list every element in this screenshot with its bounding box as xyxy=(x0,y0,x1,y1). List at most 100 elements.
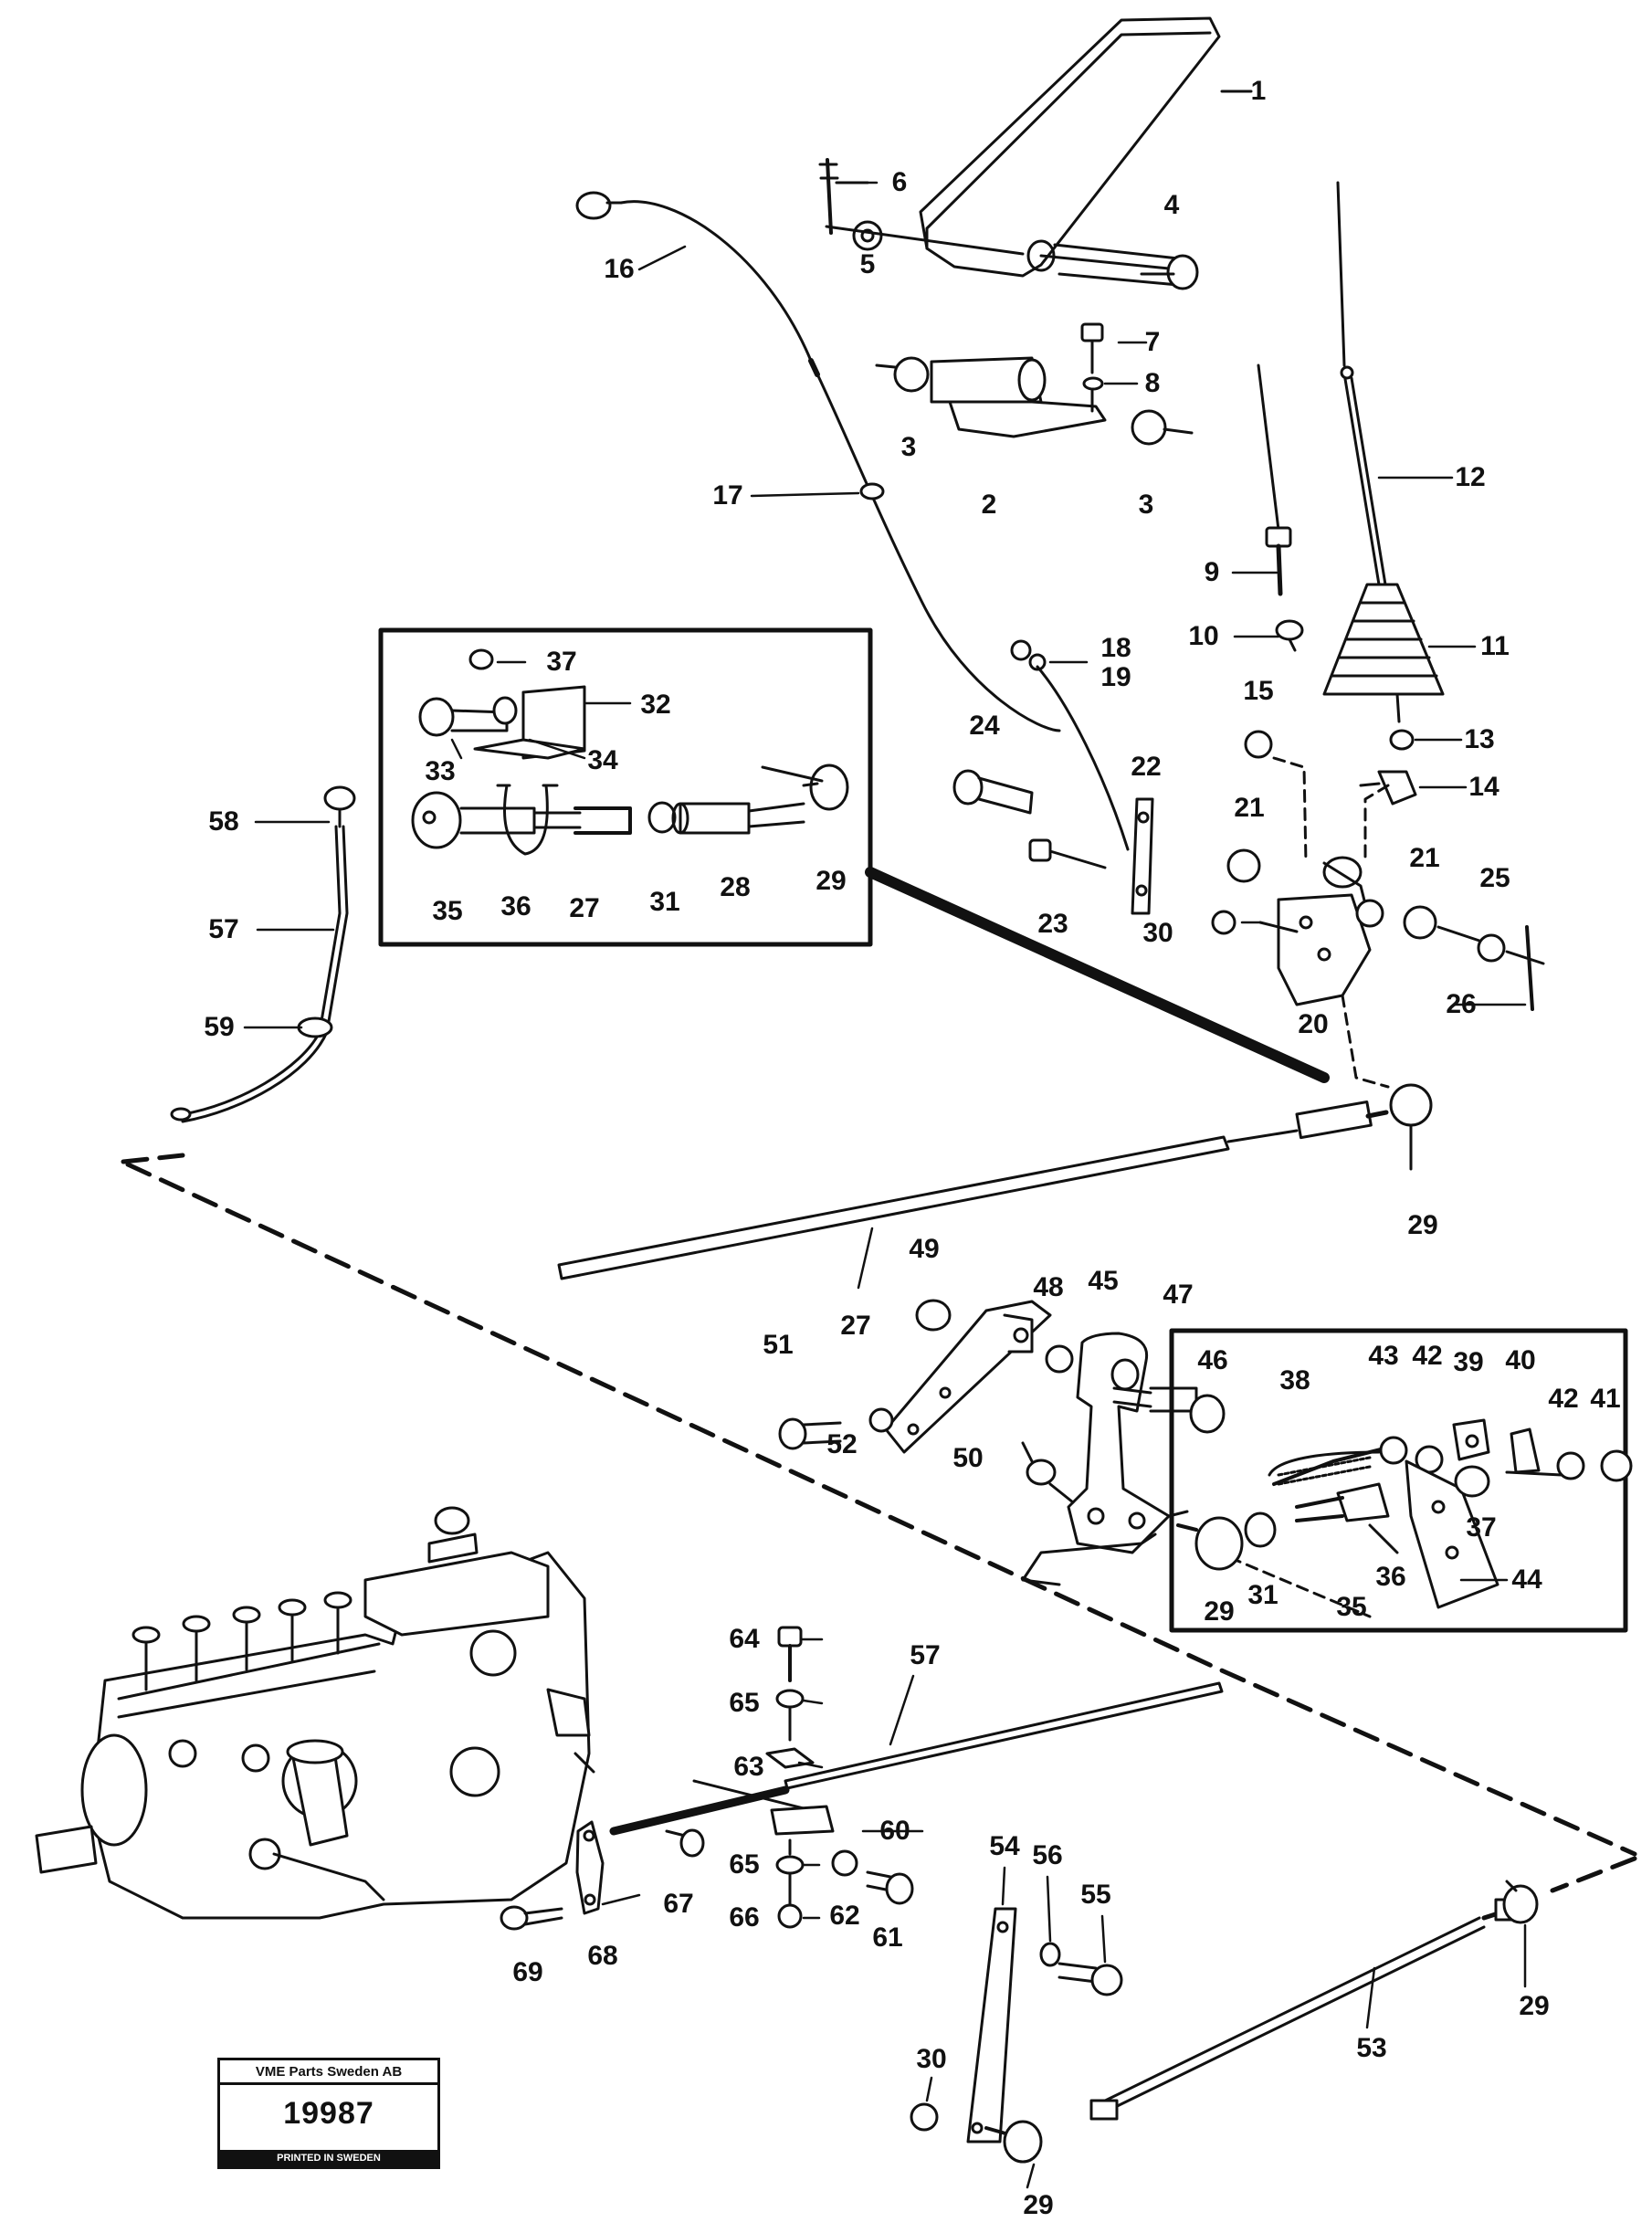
label-6: 6 xyxy=(891,167,908,197)
nut-30 xyxy=(1211,910,1236,935)
label-42b: 42 xyxy=(1548,1384,1579,1414)
washer-5 xyxy=(852,220,883,251)
nut-lower xyxy=(1026,1459,1057,1486)
washer-56 xyxy=(1039,1942,1061,1967)
ball-joint-14 xyxy=(1359,770,1417,806)
lever-20 xyxy=(1277,856,1384,1006)
rod-53 xyxy=(1089,1898,1516,2121)
lever-68 xyxy=(575,1820,605,1915)
label-58: 58 xyxy=(208,806,239,837)
label-50: 50 xyxy=(952,1443,984,1473)
label-37a: 37 xyxy=(546,647,577,677)
nut-13 xyxy=(1389,729,1415,751)
bushing-15 xyxy=(1244,730,1273,759)
washer-65 xyxy=(775,1689,805,1709)
label-10: 10 xyxy=(1188,621,1219,651)
label-57a: 57 xyxy=(208,914,239,944)
label-69: 69 xyxy=(512,1957,543,1987)
washer-25 xyxy=(1477,933,1506,963)
clip-17 xyxy=(859,482,885,500)
lever-12 xyxy=(1336,181,1387,586)
label-18: 18 xyxy=(1100,633,1131,663)
label-56: 56 xyxy=(1032,1840,1063,1870)
label-21a: 21 xyxy=(1234,793,1265,823)
label-61: 61 xyxy=(872,1922,903,1953)
label-29a: 29 xyxy=(815,866,847,896)
bushing-21 xyxy=(1226,848,1261,883)
pin-6 xyxy=(818,158,839,235)
label-21b: 21 xyxy=(1409,843,1440,873)
label-19: 19 xyxy=(1100,662,1131,692)
label-17: 17 xyxy=(712,480,743,511)
cable-57 xyxy=(170,785,356,1123)
label-16: 16 xyxy=(604,254,635,284)
label-22: 22 xyxy=(1131,752,1162,782)
label-32: 32 xyxy=(640,690,671,720)
label-29b: 29 xyxy=(1407,1210,1438,1240)
lever-50 xyxy=(884,1300,1052,1454)
label-53: 53 xyxy=(1356,2033,1387,2063)
label-35b: 35 xyxy=(1336,1592,1367,1622)
lever-45 xyxy=(1067,1332,1171,1554)
label-33: 33 xyxy=(425,756,456,786)
label-55: 55 xyxy=(1080,1880,1111,1910)
stamp-company: VME Parts Sweden AB xyxy=(220,2060,437,2085)
label-40: 40 xyxy=(1505,1345,1536,1375)
label-39: 39 xyxy=(1453,1347,1484,1377)
rubber-boot-11 xyxy=(1322,583,1445,723)
clamp-60 xyxy=(770,1805,835,1836)
injection-pump xyxy=(35,1506,595,1920)
label-9: 9 xyxy=(1204,557,1220,587)
bolt-55 xyxy=(1057,1962,1123,1996)
label-12: 12 xyxy=(1455,462,1486,492)
label-7: 7 xyxy=(1144,327,1161,357)
bolt-9 xyxy=(1257,363,1292,596)
cable-16 xyxy=(575,191,1061,732)
label-48: 48 xyxy=(1033,1272,1064,1302)
label-34: 34 xyxy=(587,745,618,775)
label-63: 63 xyxy=(733,1752,764,1782)
label-11: 11 xyxy=(1480,631,1510,661)
label-15: 15 xyxy=(1243,676,1274,706)
ball-joint-29 xyxy=(1389,1083,1433,1127)
label-3b: 3 xyxy=(1138,490,1154,520)
screw-51 xyxy=(778,1417,842,1450)
screw-23 xyxy=(1028,838,1107,869)
label-31b: 31 xyxy=(1247,1580,1278,1610)
washer-65b xyxy=(775,1855,805,1875)
nut-30b xyxy=(910,2102,939,2132)
label-51: 51 xyxy=(763,1330,794,1360)
reference-stamp: VME Parts Sweden AB 19987 PRINTED IN SWE… xyxy=(217,2058,440,2169)
label-30a: 30 xyxy=(1142,918,1173,948)
label-67: 67 xyxy=(663,1889,694,1919)
label-3a: 3 xyxy=(900,432,917,462)
stamp-number: 19987 xyxy=(283,2096,374,2131)
nut-10 xyxy=(1275,619,1304,641)
label-46: 46 xyxy=(1197,1345,1228,1375)
label-20: 20 xyxy=(1298,1009,1329,1039)
label-41: 41 xyxy=(1590,1384,1621,1414)
label-1: 1 xyxy=(1250,76,1267,106)
label-29d: 29 xyxy=(1023,2190,1054,2220)
bolt-67 xyxy=(665,1828,705,1858)
bracket-22 xyxy=(1131,797,1154,915)
label-42a: 42 xyxy=(1412,1341,1443,1371)
label-26: 26 xyxy=(1446,989,1477,1019)
label-68: 68 xyxy=(587,1941,618,1971)
label-4: 4 xyxy=(1163,190,1180,220)
label-29e: 29 xyxy=(1519,1991,1550,2021)
label-14: 14 xyxy=(1468,772,1499,802)
screw-69 xyxy=(500,1905,563,1931)
nut-49 xyxy=(915,1299,952,1332)
label-36b: 36 xyxy=(1375,1562,1406,1592)
label-37b: 37 xyxy=(1466,1512,1497,1543)
pedal-bracket-2 xyxy=(893,356,1167,446)
rod-27 xyxy=(557,1100,1389,1280)
label-57b: 57 xyxy=(910,1640,941,1670)
label-8: 8 xyxy=(1144,368,1161,398)
lever-54 xyxy=(966,1907,1017,2143)
washer-8 xyxy=(1082,376,1104,391)
label-65b: 65 xyxy=(729,1849,760,1880)
